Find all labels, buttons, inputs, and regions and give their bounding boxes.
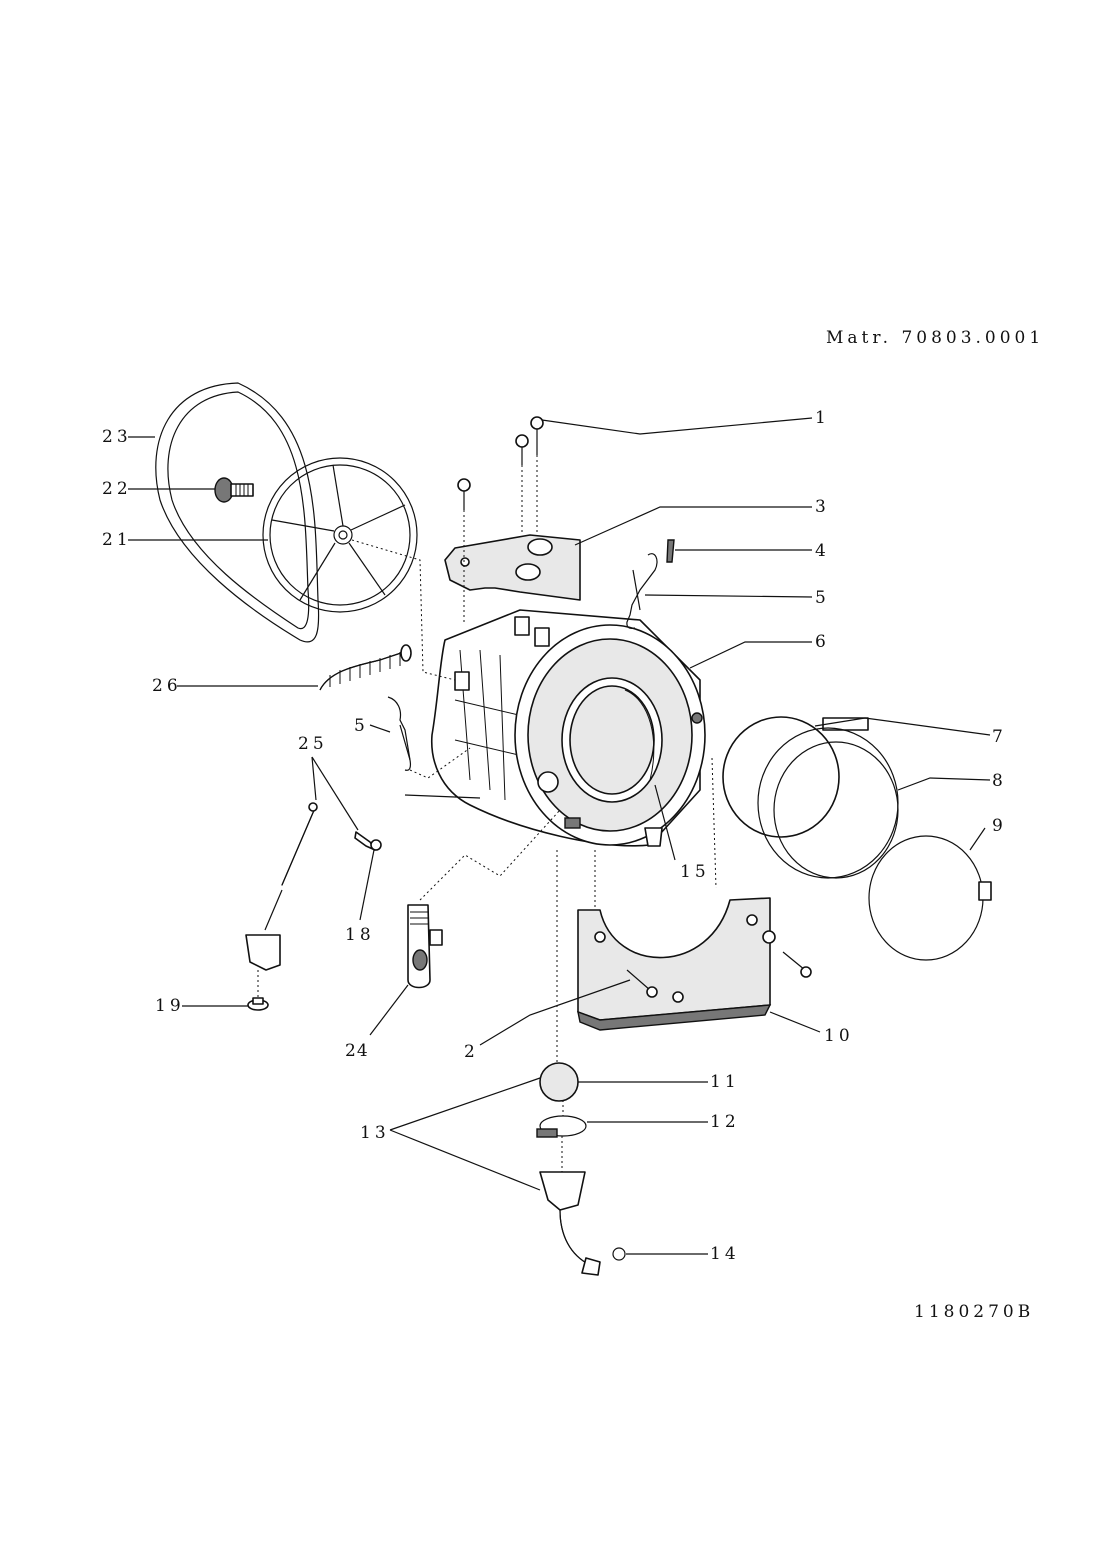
callout-12: 12	[710, 1112, 740, 1132]
sump-hose	[407, 904, 443, 989]
callout-19: 19	[155, 996, 185, 1016]
callout-1: 1	[815, 408, 830, 428]
top-counterweight	[444, 534, 581, 601]
drive-belt	[155, 382, 320, 643]
panel-screws	[626, 951, 812, 998]
shock-foot	[247, 997, 269, 1011]
drain-parts	[536, 1062, 626, 1276]
callout-13: 13	[360, 1123, 390, 1143]
drawing-code: 1180270B	[914, 1302, 1035, 1322]
callout-7: 7	[992, 727, 1007, 747]
rear-panel	[577, 897, 776, 1031]
callout-15: 15	[680, 862, 710, 882]
tub-assembly	[430, 609, 706, 847]
callout-10: 10	[824, 1026, 854, 1046]
callout-5: 5	[815, 588, 830, 608]
drum-pulley	[262, 457, 418, 613]
alignment-lines	[257, 455, 717, 1172]
callout-14: 14	[710, 1244, 740, 1264]
shock-pin	[354, 831, 382, 851]
callout-2: 2	[464, 1042, 479, 1062]
callout-11: 11	[710, 1072, 740, 1092]
counterweight-screws	[457, 416, 544, 510]
callout-23: 23	[102, 427, 132, 447]
callout-3: 3	[815, 497, 830, 517]
callout-22: 22	[102, 479, 132, 499]
callout-25: 25	[298, 734, 328, 754]
callout-4: 4	[815, 541, 830, 561]
door-gasket-parts	[722, 716, 992, 961]
callout-8: 8	[992, 771, 1007, 791]
callout-18: 18	[345, 925, 375, 945]
callout-5-left: 5	[354, 716, 369, 736]
clip-and-springs	[387, 539, 675, 771]
callout-9: 9	[992, 816, 1007, 836]
callout-24: 24	[345, 1041, 369, 1061]
leader-lines	[128, 417, 991, 1255]
callout-21: 21	[102, 530, 132, 550]
shock-absorber	[245, 802, 318, 971]
material-number: Matr. 70803.0001	[826, 328, 1045, 348]
callout-6: 6	[815, 632, 830, 652]
callout-26: 26	[152, 676, 182, 696]
pulley-screw	[214, 477, 254, 503]
vent-hose	[319, 644, 412, 691]
